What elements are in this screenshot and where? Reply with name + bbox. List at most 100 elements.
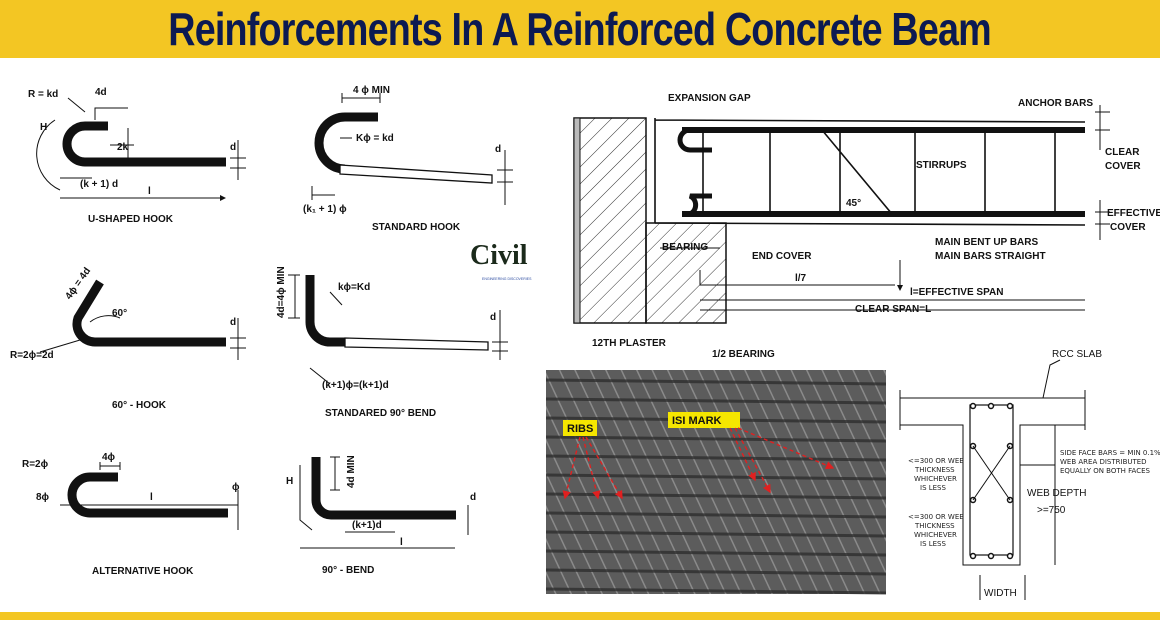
rebar-row-shadow <box>545 587 887 595</box>
l-over-7-label: l/7 <box>795 273 807 284</box>
plaster-label: 12TH PLASTER <box>592 338 667 349</box>
standard-hook-diagram: 4 ϕ MIN Kϕ = kd (k₁ + 1) ϕ d STANDARD HO… <box>303 85 513 233</box>
u-hook-length-label: 4d <box>95 87 107 98</box>
rebar-row-shadow <box>545 454 887 462</box>
std90-caption: STANDARED 90° BEND <box>325 408 436 419</box>
bottom-banner <box>0 612 1160 620</box>
spacing2-line3: WHICHEVER <box>914 531 957 539</box>
half-bearing-label: 1/2 BEARING <box>712 349 775 360</box>
isi-mark-label: ISI MARK <box>672 415 722 427</box>
spacing1-line1: <=300 OR WEB <box>908 457 964 465</box>
rebar-photo: RIBS ISI MARK <box>545 370 887 595</box>
civil-logo: Civil ENGINEERING DISCOVERIES <box>470 240 532 281</box>
u-hook-radius-label: R = kd <box>28 89 58 100</box>
alternative-hook-e-label: 8ϕ <box>36 492 50 503</box>
spacing2-line2: THICKNESS <box>914 522 955 530</box>
rebar-row-shadow <box>545 511 887 519</box>
bearing-block <box>645 222 727 324</box>
rebar-row-shadow <box>545 530 887 538</box>
u-shaped-hook-diagram: R = kd 4d H 2k (k + 1) d l d U-SHAPED HO… <box>28 87 246 225</box>
rebar-row-shadow <box>545 492 887 500</box>
side-bars-line1: SIDE FACE BARS = MIN 0.1% <box>1060 449 1160 457</box>
std90-k1-label: (k+1)ϕ=(k+1)d <box>322 380 389 391</box>
u-hook-caption: U-SHAPED HOOK <box>88 214 174 225</box>
spacing1-line4: IS LESS <box>920 484 946 492</box>
t-beam-section-diagram: RCC SLAB <=300 OR WEB THICKNESS WHICHEVE… <box>899 349 1160 600</box>
anchor-bars-label: ANCHOR BARS <box>1018 98 1093 109</box>
beam-elevation-diagram: EXPANSION GAP ANCHOR BARS CLEAR COVER ST… <box>573 93 1160 360</box>
expansion-gap-label: EXPANSION GAP <box>668 93 751 104</box>
standard-90-bend-diagram: 4d=4ϕ MIN kϕ=Kd (k+1)ϕ=(k+1)d d STANDARE… <box>276 266 508 419</box>
rebar-row-shadow <box>545 435 887 443</box>
sixty-degree-hook-diagram: 4ϕ = 4d 60° R=2ϕ=2d d 60° - HOOK <box>10 266 246 411</box>
width-label: WIDTH <box>984 588 1017 599</box>
rebar-row-shadow <box>545 378 887 386</box>
ninety-bend-l-label: l <box>400 537 403 548</box>
sixty-hook-caption: 60° - HOOK <box>112 400 167 411</box>
ribs-label: RIBS <box>567 423 593 435</box>
alternative-hook-radius-label: R=2ϕ <box>22 459 49 470</box>
annotation-arrows <box>562 427 835 500</box>
stirrups-label: STIRRUPS <box>916 160 967 171</box>
sixty-hook-d-label: d <box>230 317 236 328</box>
bearing-label: BEARING <box>662 242 708 253</box>
logo-subtext: ENGINEERING DISCOVERIES <box>482 277 532 281</box>
clear-cover-label-1: CLEAR <box>1105 147 1140 158</box>
standard-hook-min-label: 4 ϕ MIN <box>353 85 390 96</box>
standard-hook-d-label: d <box>495 144 501 155</box>
sixty-hook-angle-label: 60° <box>112 308 127 319</box>
clear-cover-label-2: COVER <box>1105 161 1141 172</box>
ninety-degree-bend-diagram: H 4d MIN (k+1)d l d 90° - BEND <box>286 455 476 576</box>
effective-cover-label-2: COVER <box>1110 222 1146 233</box>
main-bars-label-2: MAIN BARS STRAIGHT <box>935 251 1046 262</box>
support-wall <box>573 117 647 324</box>
u-hook-l-label: l <box>148 186 151 197</box>
ninety-bend-k1-label: (k+1)d <box>352 520 382 531</box>
alternative-hook-l-label: l <box>150 492 153 503</box>
side-bars-line2: WEB AREA DISTRIBUTED <box>1060 458 1147 466</box>
isi-mark-tag <box>668 412 740 428</box>
page-title: Reinforcements In A Reinforced Concrete … <box>168 3 992 55</box>
effective-cover-label-1: EFFECTIVE <box>1107 208 1160 219</box>
sixty-hook-radius-label: R=2ϕ=2d <box>10 350 54 361</box>
spacing2-line4: IS LESS <box>920 540 946 548</box>
u-hook-d-label: d <box>230 142 236 153</box>
rebar-row-shadow <box>545 397 887 405</box>
alternative-hook-d-label: ϕ <box>232 482 240 493</box>
standard-hook-caption: STANDARD HOOK <box>372 222 461 233</box>
clear-span-label: CLEAR SPAN=L <box>855 304 931 315</box>
u-hook-2k-label: 2k <box>117 142 129 153</box>
web-depth-value: >=750 <box>1037 505 1066 516</box>
alternative-hook-length-label: 4ϕ <box>102 452 116 463</box>
rebar-row-shadow <box>545 549 887 557</box>
bent-angle-label: 45° <box>846 198 861 209</box>
standard-hook-k-label: Kϕ = kd <box>356 133 394 144</box>
title-banner: Reinforcements In A Reinforced Concrete … <box>0 0 1160 58</box>
rebar-row-shadow <box>545 568 887 576</box>
rcc-slab-label: RCC SLAB <box>1052 349 1102 360</box>
side-bars-line3: EQUALLY ON BOTH FACES <box>1060 467 1151 475</box>
main-bars-label-1: MAIN BENT UP BARS <box>935 237 1038 248</box>
alternative-hook-caption: ALTERNATIVE HOOK <box>92 566 194 577</box>
ribs-tag <box>563 420 597 436</box>
standard-hook-k1-label: (k₁ + 1) ϕ <box>303 204 347 215</box>
spacing1-line2: THICKNESS <box>914 466 955 474</box>
logo-text: Civil <box>470 240 528 271</box>
std90-d-label: d <box>490 312 496 323</box>
spacing1-line3: WHICHEVER <box>914 475 957 483</box>
web-depth-label: WEB DEPTH <box>1027 488 1086 499</box>
spacing2-line1: <=300 OR WEB <box>908 513 964 521</box>
rebar-row-shadow <box>545 473 887 481</box>
ninety-bend-d-label: d <box>470 492 476 503</box>
ninety-bend-caption: 90° - BEND <box>322 565 374 576</box>
u-hook-h-label: H <box>40 122 47 133</box>
ninety-bend-min-label: 4d MIN <box>346 455 357 488</box>
alternative-hook-diagram: R=2ϕ 4ϕ 8ϕ l ϕ ALTERNATIVE HOOK <box>22 452 240 577</box>
std90-k-label: kϕ=Kd <box>338 282 370 293</box>
u-hook-k1d-label: (k + 1) d <box>80 179 118 190</box>
plaster-layer <box>573 117 581 324</box>
std90-min-label: 4d=4ϕ MIN <box>276 266 287 318</box>
end-cover-label: END COVER <box>752 251 812 262</box>
ninety-bend-h-label: H <box>286 476 293 487</box>
